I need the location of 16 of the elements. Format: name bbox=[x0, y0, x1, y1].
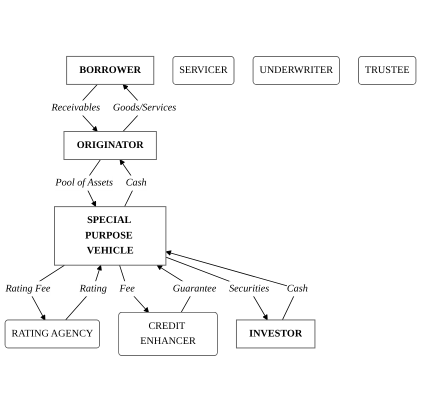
edge-label: Guarantee bbox=[172, 283, 216, 294]
node-box: SPECIAL PURPOSE VEHICLE bbox=[54, 206, 166, 266]
edge-label: Rating Fee bbox=[5, 283, 50, 294]
edge-label: Fee bbox=[120, 283, 135, 294]
node-box: BORROWER bbox=[66, 56, 154, 85]
edge-label: Rating bbox=[80, 283, 107, 294]
node-box: ORIGINATOR bbox=[63, 131, 157, 160]
edge-label: Securities bbox=[229, 283, 270, 294]
edge-label: Cash bbox=[286, 283, 308, 294]
arrow bbox=[166, 256, 268, 320]
edge-label: Cash bbox=[126, 177, 147, 188]
edge-label: Pool of Assets bbox=[55, 177, 113, 188]
edge-label: Receivables bbox=[52, 102, 100, 114]
arrow bbox=[119, 264, 150, 313]
node-box: INVESTOR bbox=[236, 319, 316, 348]
edge-label: Goods/Services bbox=[112, 102, 176, 114]
